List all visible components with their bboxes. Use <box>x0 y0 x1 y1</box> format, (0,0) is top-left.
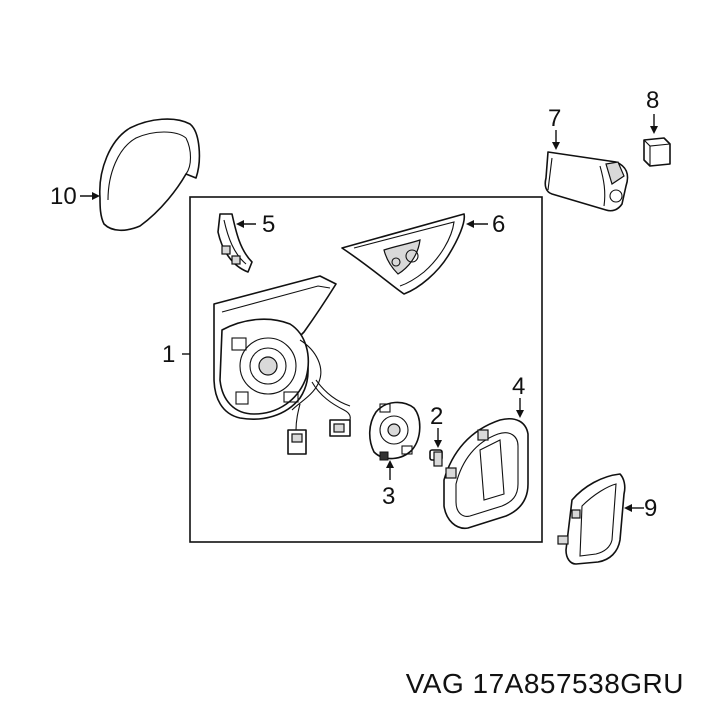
part-8-bulb <box>643 137 671 167</box>
callout-1: 1 <box>162 341 175 368</box>
part-10-mirror-cap <box>99 118 201 232</box>
part-3-adjust-motor <box>368 401 421 461</box>
part-5-turn-signal <box>217 213 253 273</box>
part-4-glass-carrier <box>443 418 529 530</box>
part-6-triangle-cover <box>341 213 466 295</box>
callout-2: 2 <box>430 403 443 430</box>
callout-3: 3 <box>382 483 395 510</box>
callout-8: 8 <box>646 87 659 114</box>
part-7-puddle-lamp <box>544 151 629 212</box>
part-9-mirror-glass <box>557 473 626 565</box>
callout-6: 6 <box>492 211 505 238</box>
part-2-screw <box>429 449 443 467</box>
assembly-frame <box>189 196 543 543</box>
callout-10: 10 <box>50 183 77 210</box>
part-1-mirror-housing <box>213 275 351 455</box>
callout-4: 4 <box>512 373 525 400</box>
part-number-caption: VAG 17A857538GRU <box>405 668 684 699</box>
callout-9: 9 <box>644 495 657 522</box>
callout-5: 5 <box>262 211 275 238</box>
callout-7: 7 <box>548 105 561 132</box>
